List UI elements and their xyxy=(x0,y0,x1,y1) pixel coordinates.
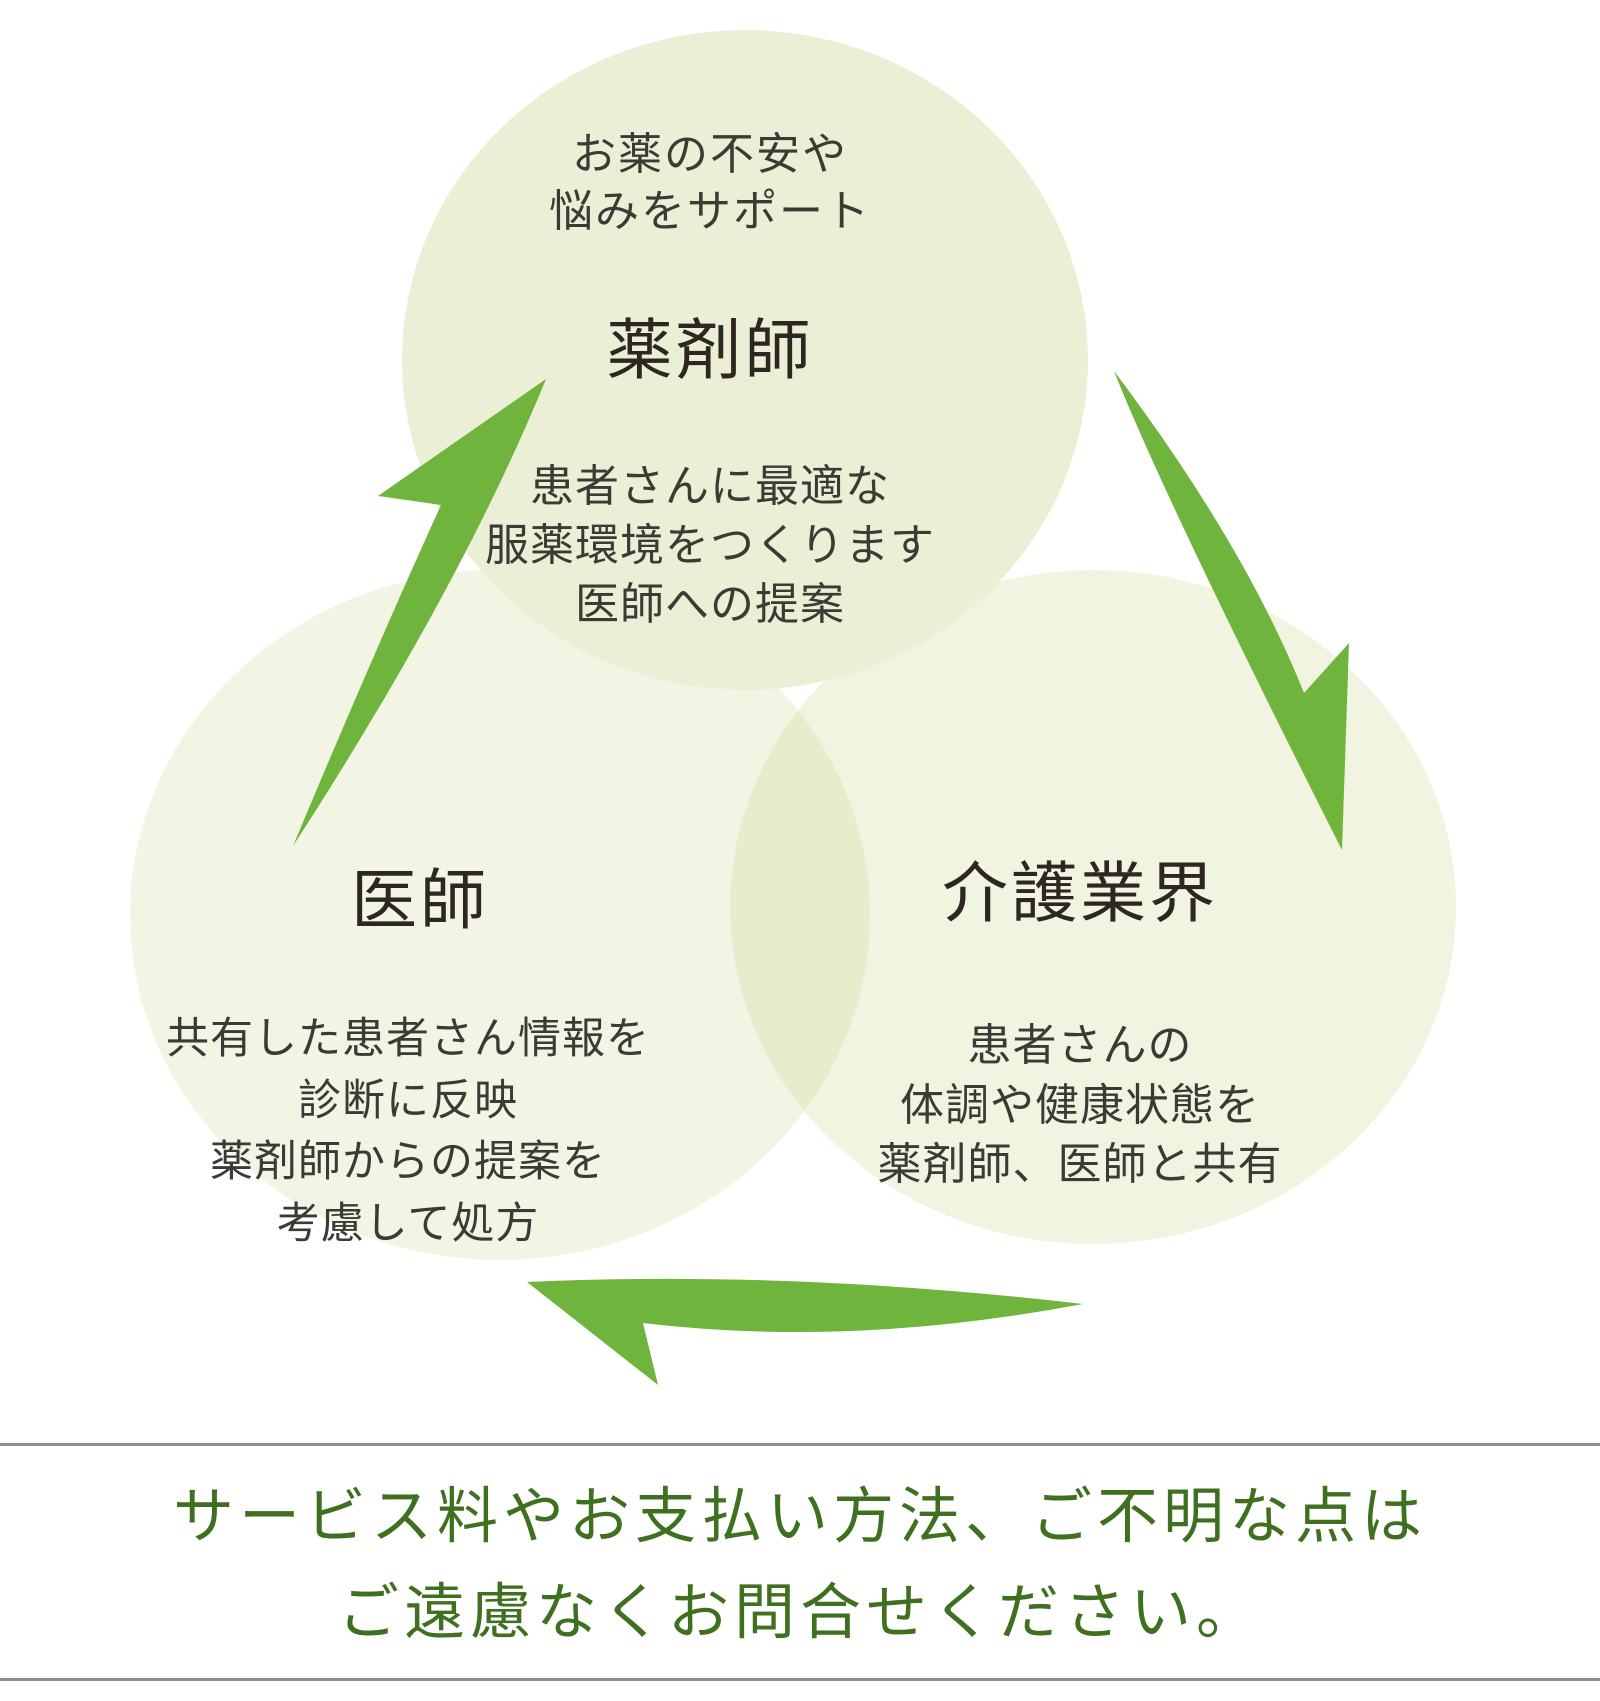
arrow-care-to-doctor-icon xyxy=(527,1278,1083,1385)
pharmacist-circle xyxy=(402,30,1088,690)
doctor-circle xyxy=(130,570,870,1260)
care-industry-description: 患者さんの 体調や健康状態を 薬剤師、医師と共有 xyxy=(805,1016,1355,1195)
pharmacist-title: 薬剤師 xyxy=(606,313,814,387)
doctor-description-line3: 薬剤師からの提案を xyxy=(210,1138,606,1186)
pharmacist-tagline-line1: お薬の不安や xyxy=(572,130,848,179)
top-divider-line xyxy=(0,1443,1600,1446)
footer-contact-message: サービス料やお支払い方法、ご不明な点は ご遠慮なくお問合せください。 xyxy=(0,1468,1600,1660)
doctor-description-line2: 診断に反映 xyxy=(298,1076,518,1125)
doctor-description-line4: 考慮して処方 xyxy=(276,1199,540,1248)
care-industry-description-line2: 体調や健康状態を xyxy=(900,1080,1260,1130)
footer-contact-message-line1: サービス料やお支払い方法、ご不明な点は xyxy=(172,1482,1427,1550)
pharmacist-description-line3: 医師への提案 xyxy=(575,580,845,629)
care-industry-description-line1: 患者さんの xyxy=(967,1021,1193,1070)
pharmacist-tagline-line2: 悩みをサポート xyxy=(549,187,871,236)
arrow-doctor-to-pharmacist-icon xyxy=(293,379,546,846)
doctor-title: 医師 xyxy=(351,863,489,937)
pharmacist-tagline: お薬の不安や 悩みをサポート xyxy=(360,126,1060,240)
pharmacist-description-line1: 患者さんに最適な xyxy=(530,462,890,511)
footer-contact-message-line2: ご遠慮なくお問合せください。 xyxy=(337,1578,1262,1646)
care-industry-circle xyxy=(730,570,1456,1244)
pharmacist-description: 患者さんに最適な 服薬環境をつくります 医師への提案 xyxy=(360,457,1060,634)
bottom-divider-line xyxy=(0,1678,1600,1681)
care-industry-title: 介護業界 xyxy=(942,856,1218,930)
care-industry-description-line3: 薬剤師、医師と共有 xyxy=(877,1140,1283,1189)
doctor-description: 共有した患者さん情報を 診断に反映 薬剤師からの提案を 考慮して処方 xyxy=(118,1009,698,1255)
arrow-pharmacist-to-care-icon xyxy=(1114,371,1349,850)
pharmacist-description-line2: 服薬環境をつくります xyxy=(485,521,935,570)
doctor-description-line1: 共有した患者さん情報を xyxy=(166,1015,650,1063)
